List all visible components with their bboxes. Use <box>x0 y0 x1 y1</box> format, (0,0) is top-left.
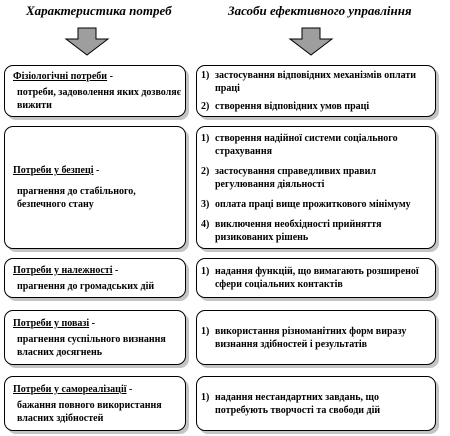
means-box-esteem: 1) використання різноманітних форм виразу… <box>196 310 436 365</box>
need-title: Потреби у повазі <box>13 317 90 329</box>
left-down-arrow-icon <box>64 27 110 56</box>
means-item-text: застосування справедливих правил регулюв… <box>215 165 377 190</box>
right-column-header: Засоби ефективного управління <box>228 3 412 18</box>
means-item-number: 1) <box>201 391 210 403</box>
means-item-text: надання функцій, що вимагають розширеної… <box>215 266 419 290</box>
need-title: Потреби у належності <box>13 264 113 276</box>
need-box-safety: Потреби у безпеці - прагнення до стабіль… <box>4 126 186 249</box>
means-item-number: 4) <box>201 218 210 230</box>
means-item-text: створення відповідних умов праці <box>215 101 370 112</box>
need-description: прагнення до громадських дій <box>17 280 155 292</box>
left-column-header: Характеристика потреб <box>26 3 172 18</box>
need-title: Фізіологічні потреби <box>13 71 108 82</box>
need-description: прагнення суспільного визнання власних д… <box>17 333 166 358</box>
need-box-belonging: Потреби у належності - прагнення до гром… <box>4 258 186 298</box>
means-item-number: 1) <box>201 325 210 337</box>
means-item-number: 1) <box>201 132 210 144</box>
right-down-arrow-icon <box>288 27 334 56</box>
means-item-number: 3) <box>201 198 210 210</box>
means-item-text: створення надійної системи соціального с… <box>215 132 398 157</box>
means-item: 1) використання різноманітних форм виразу… <box>201 325 429 351</box>
means-item-number: 2) <box>201 165 210 177</box>
need-title: Потреби у безпеці <box>13 165 94 176</box>
need-description: прагнення до стабільного, безпечного ста… <box>17 186 136 210</box>
means-box-self-actualization: 1) надання нестандартних завдань, що потр… <box>196 376 436 431</box>
need-box-physiological: Фізіологічні потреби - потреби, задоволе… <box>4 65 186 117</box>
means-box-physiological: 1) застосування відповідних механізмів оп… <box>196 65 436 117</box>
means-item-number: 2) <box>201 101 210 112</box>
means-item-text: використання різноманітних форм виразу в… <box>215 325 407 350</box>
means-item-text: виключення необхідності прийняття ризико… <box>215 218 382 243</box>
need-box-esteem: Потреби у повазі - прагнення суспільного… <box>4 310 186 365</box>
means-item-text: надання нестандартних завдань, що потреб… <box>215 391 381 416</box>
means-item-number: 1) <box>201 70 210 81</box>
means-item-number: 1) <box>201 266 210 277</box>
means-item: 3) оплата праці вище прожиткового мінімум… <box>201 198 429 211</box>
means-box-safety: 1) створення надійної системи соціального… <box>196 126 436 249</box>
means-item: 1) застосування відповідних механізмів оп… <box>201 69 429 95</box>
means-item: 2) створення відповідних умов праці <box>201 100 429 113</box>
means-box-belonging: 1) надання функцій, що вимагають розширен… <box>196 258 436 298</box>
means-item: 2) застосування справедливих правил регул… <box>201 165 429 191</box>
need-title: Потреби у самореалізації <box>13 383 127 395</box>
means-item-text: застосування відповідних механізмів опла… <box>215 70 417 94</box>
means-item: 1) надання нестандартних завдань, що потр… <box>201 391 429 417</box>
need-description: бажання повного використання власних зді… <box>17 399 162 424</box>
means-item: 4) виключення необхідності прийняття ризи… <box>201 218 429 244</box>
need-description: потреби, задоволення яких дозволяє вижит… <box>17 87 181 111</box>
means-item: 1) створення надійної системи соціального… <box>201 132 429 158</box>
means-item-text: оплата праці вище прожиткового мінімуму <box>215 198 411 210</box>
need-box-self-actualization: Потреби у самореалізації - бажання повно… <box>4 376 186 431</box>
means-item: 1) надання функцій, що вимагають розширен… <box>201 265 429 291</box>
